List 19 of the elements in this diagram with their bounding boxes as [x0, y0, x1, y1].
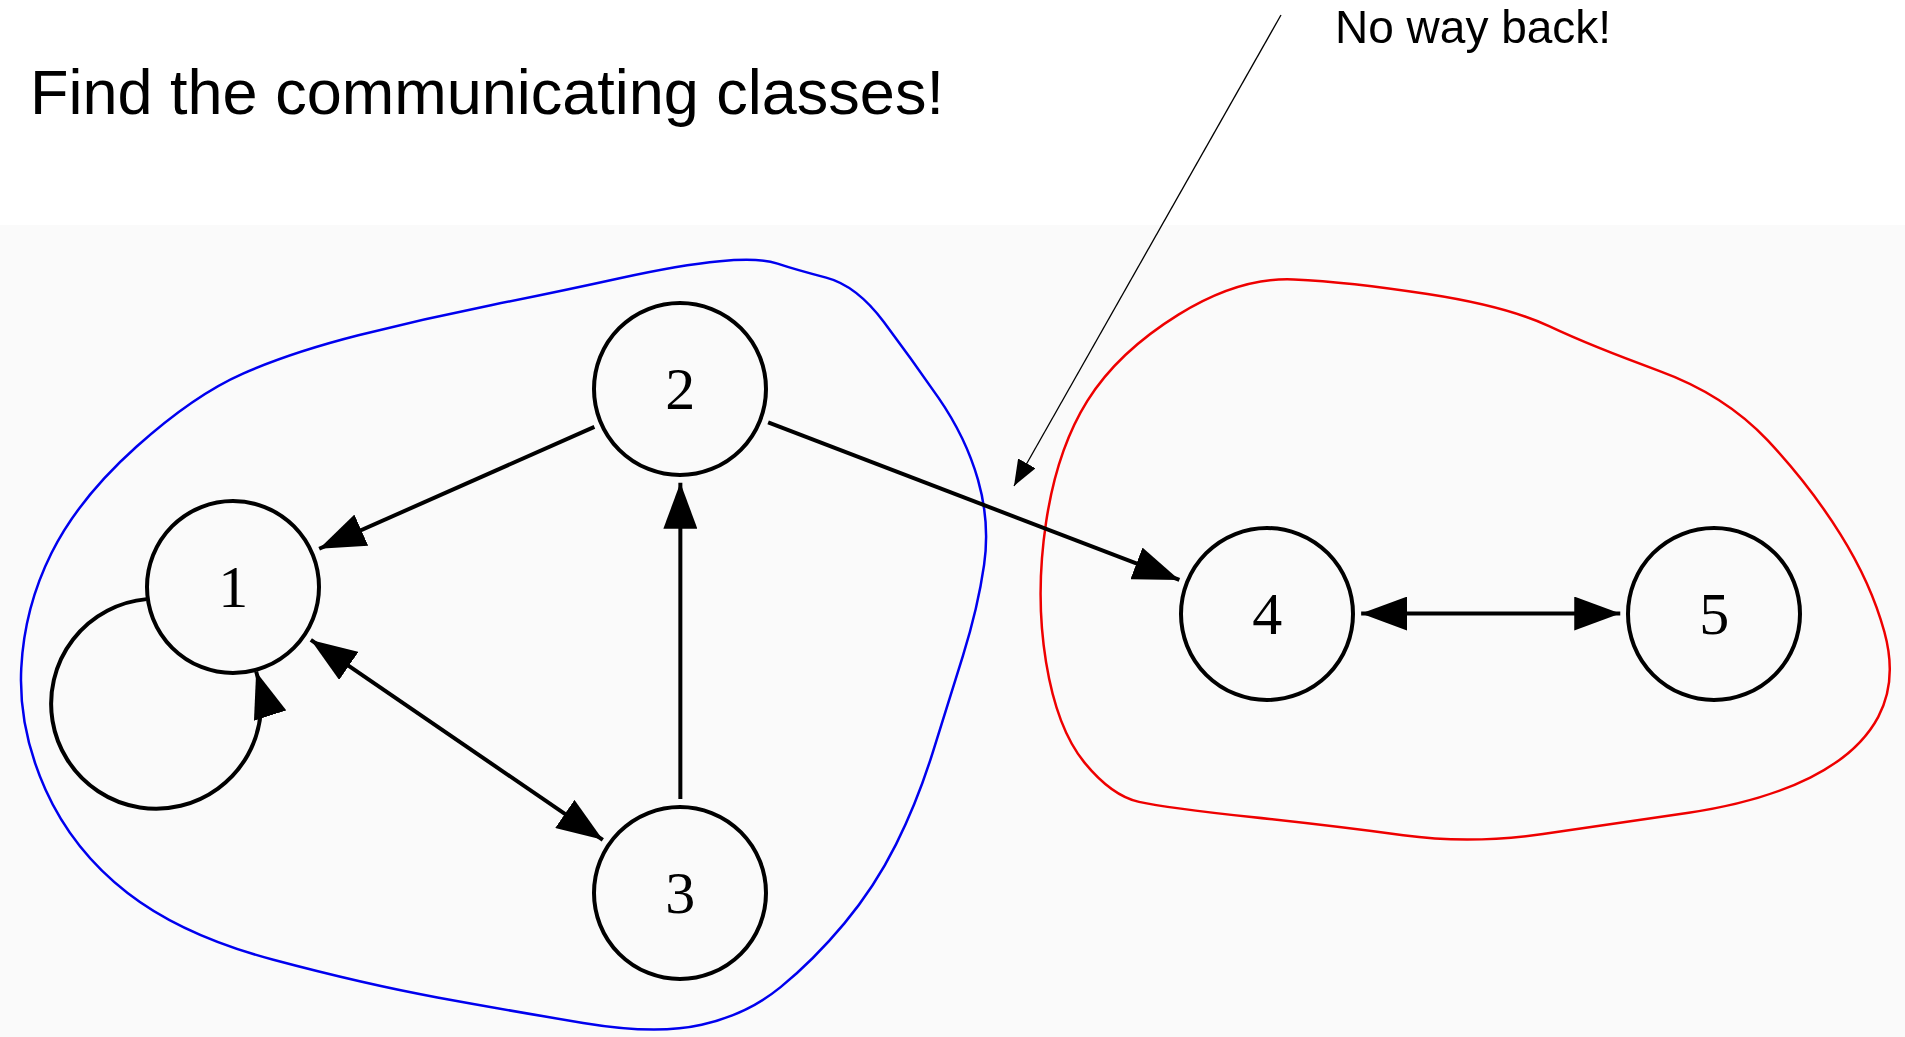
state-circle [592, 300, 769, 477]
arrow [663, 482, 698, 799]
state-number: 5 [1699, 583, 1730, 644]
arrow [767, 420, 1181, 582]
title: Find the communicating classes! [30, 56, 944, 128]
arrow [49, 597, 284, 811]
state-circle [1626, 525, 1803, 702]
state-circle [145, 498, 322, 675]
note-text: No way back! [1335, 1, 1612, 53]
arrow [1361, 596, 1621, 631]
state-circle [592, 804, 769, 981]
state-number: 3 [665, 862, 696, 923]
state-number: 1 [218, 556, 249, 617]
state-number: 2 [665, 358, 696, 419]
state-number: 4 [1252, 583, 1283, 644]
arrow [318, 425, 596, 551]
arrow [309, 638, 604, 842]
leader-line [1013, 14, 1282, 487]
state-circle [1179, 525, 1356, 702]
